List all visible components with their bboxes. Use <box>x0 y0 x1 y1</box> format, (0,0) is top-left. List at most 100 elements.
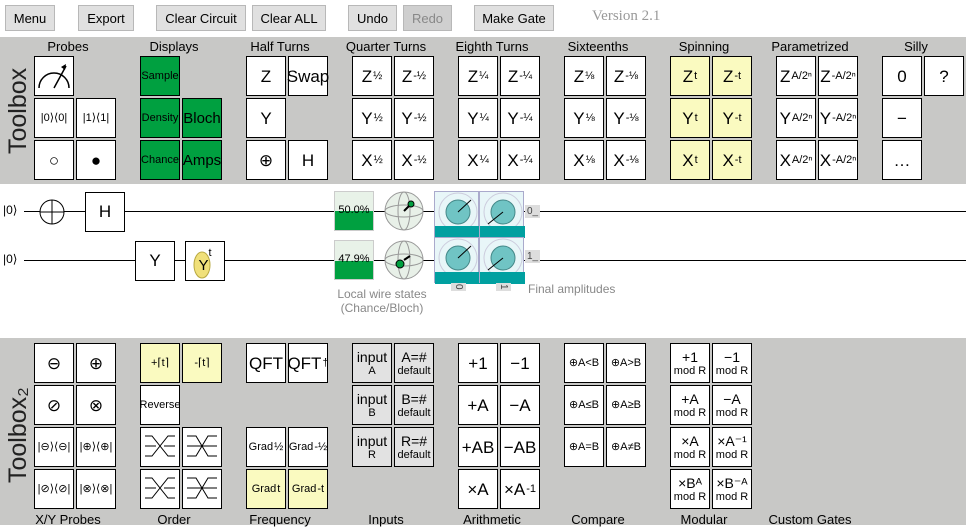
gate-A-3-0-1[interactable]: A=#default <box>394 343 434 383</box>
gate-deinterleave-1-3-1[interactable] <box>182 469 222 509</box>
gate-X-pow-3-2-1[interactable]: X-½ <box>394 140 434 180</box>
gate-R-3-2-1[interactable]: R=#default <box>394 427 434 467</box>
gate--2-2-0[interactable]: ⊕ <box>246 140 286 180</box>
gate-A-4-1-0[interactable]: +A <box>458 385 498 425</box>
gate-Y-pow-5-1-1[interactable]: Y-⅛ <box>606 98 646 138</box>
undo-button[interactable]: Undo <box>348 5 397 31</box>
export-button[interactable]: Export <box>78 5 134 31</box>
gate-X-pow-4-2-1[interactable]: X-¼ <box>500 140 540 180</box>
chance-display-0[interactable]: 50.0% <box>334 191 374 231</box>
gate-A-pow-4-3-1[interactable]: ×A-1 <box>500 469 540 509</box>
gate-X-pow-6-2-1[interactable]: X-t <box>712 140 752 180</box>
gate-Z-pow-3-0-1[interactable]: Z-½ <box>394 56 434 96</box>
gate--0-0-0[interactable]: ⊖ <box>34 343 74 383</box>
gate-QFT-pow-2-0-1[interactable]: QFT† <box>287 343 329 383</box>
gate-X-pow-5-2-1[interactable]: X-⅛ <box>606 140 646 180</box>
gate--0-1-0[interactable]: ⊘ <box>34 385 74 425</box>
gate-Amps-1-2-1[interactable]: Amps <box>182 140 222 180</box>
gate-Grad-pow-2-3-1[interactable]: Grad-t <box>288 469 328 509</box>
gate-Chance-1-2-0[interactable]: Chance <box>140 140 180 180</box>
gate-Sample-1-0-0[interactable]: Sample <box>140 56 180 96</box>
y-gate[interactable]: Y <box>135 241 175 281</box>
gate-Y-pow-3-1-1[interactable]: Y-½ <box>394 98 434 138</box>
gate-t-1-0-1[interactable]: -⌈t⌉ <box>182 343 222 383</box>
gate-interleave-1-3-0[interactable] <box>140 469 180 509</box>
gate-t-1-0-0[interactable]: +⌈t⌉ <box>140 343 180 383</box>
gate-AB-5-0-1[interactable]: ⊕A>B <box>606 343 646 383</box>
gate-1-4-0-0[interactable]: +1 <box>458 343 498 383</box>
gate-A-4-3-0[interactable]: ×A <box>458 469 498 509</box>
redo-button[interactable]: Redo <box>403 5 452 31</box>
gate-Z-pow-5-0-1[interactable]: Z-⅛ <box>606 56 646 96</box>
gate-meter-0-0-0[interactable] <box>34 56 74 96</box>
gate-A-4-1-1[interactable]: −A <box>500 385 540 425</box>
gate--0-2-1[interactable]: |⊕⟩⟨⊕| <box>76 427 116 467</box>
gate-AB-5-2-0[interactable]: ⊕A=B <box>564 427 604 467</box>
gate-H-2-2-1[interactable]: H <box>288 140 328 180</box>
gate-AB-5-1-0[interactable]: ⊕A≤B <box>564 385 604 425</box>
gate-Bloch-1-1-1[interactable]: Bloch <box>182 98 222 138</box>
gate-Y-pow-4-1-1[interactable]: Y-¼ <box>500 98 540 138</box>
gate-Y-2-1-0[interactable]: Y <box>246 98 286 138</box>
gate--0-0-1[interactable]: ⊕ <box>76 343 116 383</box>
cnot-target-icon[interactable] <box>38 198 66 226</box>
h-gate[interactable]: H <box>85 192 125 232</box>
gate-AB-4-2-1[interactable]: −AB <box>500 427 540 467</box>
gate-Z-2-0-0[interactable]: Z <box>246 56 286 96</box>
gate-0-8-0-0[interactable]: 0 <box>882 56 922 96</box>
gate-Y-pow-6-1-1[interactable]: Y-t <box>712 98 752 138</box>
chance-display-1[interactable]: 47.9% <box>334 240 374 280</box>
gate-11-0-1-1[interactable]: |1⟩⟨1| <box>76 98 116 138</box>
gate-QFT-2-0-0[interactable]: QFT <box>246 343 286 383</box>
clear-all-button[interactable]: Clear ALL <box>252 5 326 31</box>
gate-X-pow-7-2-1[interactable]: X-A/2ⁿ <box>818 140 858 180</box>
gate-Grad-pow-2-2-1[interactable]: Grad-½ <box>288 427 328 467</box>
gate--8-2-0[interactable]: … <box>882 140 922 180</box>
gate-Density-1-1-0[interactable]: Density <box>140 98 180 138</box>
gate-AB-5-2-1[interactable]: ⊕A≠B <box>606 427 646 467</box>
clear-circuit-button[interactable]: Clear Circuit <box>156 5 246 31</box>
gate--0-3-0[interactable]: |⊘⟩⟨⊘| <box>34 469 74 509</box>
gate-Y-pow-7-1-1[interactable]: Y-A/2ⁿ <box>818 98 858 138</box>
gate-Swap-2-0-1[interactable]: Swap <box>287 56 329 96</box>
gate-Z-pow-7-0-1[interactable]: Z-A/2ⁿ <box>818 56 858 96</box>
bloch-sphere-icon[interactable] <box>384 191 424 231</box>
gate-B-3-1-1[interactable]: B=#default <box>394 385 434 425</box>
gate--0-1-1[interactable]: ⊗ <box>76 385 116 425</box>
gate-Z-pow-6-0-1[interactable]: Z-t <box>712 56 752 96</box>
gate-interleave-1-2-0[interactable] <box>140 427 180 467</box>
gate-AB-5-0-0[interactable]: ⊕A<B <box>564 343 604 383</box>
bloch-sphere-icon[interactable] <box>384 240 424 280</box>
gate-00-0-1-0[interactable]: |0⟩⟨0| <box>34 98 74 138</box>
gate--0-3-1[interactable]: |⊗⟩⟨⊗| <box>76 469 116 509</box>
gate--0-2-0[interactable]: ○ <box>34 140 74 180</box>
gate-AB-4-2-0[interactable]: +AB <box>458 427 498 467</box>
gate--8-0-1[interactable]: ? <box>924 56 964 96</box>
